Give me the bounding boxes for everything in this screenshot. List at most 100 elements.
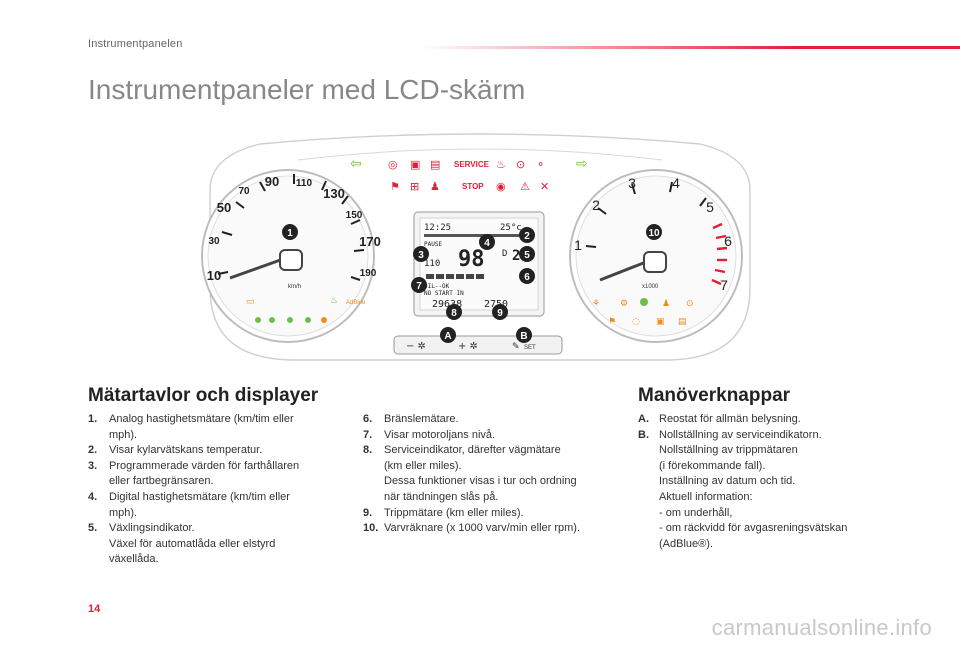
speedo-tick: 130: [323, 186, 345, 201]
list-item: 3.Programmerade värden för farthållaren …: [88, 459, 300, 488]
page-number: 14: [88, 603, 101, 615]
stop-warning: STOP: [462, 182, 484, 191]
tachometer: 1 2 3 4 5 6 7 x1000 ⚘ ⚙ ♟ ⊙ ⚑ ◌ ▣ ▤: [569, 169, 743, 343]
svg-text:▤: ▤: [430, 158, 440, 171]
speedo-tick: 50: [217, 200, 231, 215]
svg-text:A: A: [444, 331, 451, 342]
header-accent-bar: [420, 46, 960, 49]
svg-text:3: 3: [418, 250, 424, 261]
svg-text:1: 1: [287, 228, 293, 239]
rpm-tick: 7: [720, 277, 728, 293]
svg-text:⇨: ⇨: [576, 156, 588, 172]
lcd-gear-number: 2: [512, 248, 520, 264]
svg-text:10: 10: [648, 228, 660, 239]
list-item: 4.Digital hastighetsmätare (km/tim eller…: [88, 490, 290, 519]
speedometer: 10 30 50 70 90 110 130 150 170 190 km/h …: [201, 169, 381, 343]
watermark: carmanualsonline.info: [711, 615, 932, 640]
svg-text:− ✲: − ✲: [406, 341, 426, 352]
lcd-odometer: 29638: [432, 299, 462, 310]
rpm-tick: 2: [592, 197, 600, 213]
svg-text:B: B: [520, 331, 527, 342]
svg-text:◌: ◌: [632, 317, 640, 327]
rpm-tick: 3: [628, 175, 636, 191]
svg-text:▣: ▣: [410, 158, 420, 171]
lcd-cruise-value: 110: [424, 259, 440, 269]
svg-text:♟: ♟: [430, 180, 440, 193]
instrument-cluster-illustration: 10 30 50 70 90 110 130 150 170 190 km/h …: [201, 133, 751, 361]
control-buttons: − ✲ + ✲ ✎ SET: [393, 335, 563, 355]
speedo-tick: 170: [359, 234, 381, 249]
speed-unit: km/h: [288, 284, 301, 290]
svg-text:⊞: ⊞: [410, 180, 419, 193]
list-item: 8.Serviceindikator, därefter vägmätare (…: [363, 444, 577, 503]
svg-text:▣: ▣: [656, 317, 665, 327]
lcd-pause: PAUSE: [424, 241, 442, 248]
svg-text:9: 9: [497, 308, 503, 319]
gauges-list-continued: 6.Bränslemätare. 7.Visar motoroljans niv…: [363, 412, 613, 537]
svg-text:⚠: ⚠: [520, 180, 530, 193]
list-item: 7.Visar motoroljans nivå.: [363, 428, 496, 441]
speedo-tick: 150: [346, 210, 363, 221]
warning-lights: ⇦ ⇨ ◎ ▣ ▤ ♨ ⊙ ⚬ ⚑ ⊞ ♟ ◉ ⚠ ✕ SERVICE STOP: [350, 156, 588, 193]
lcd-time: 12:25: [424, 223, 451, 233]
speedo-tick: 10: [207, 268, 221, 283]
list-item: - om underhåll,: [659, 506, 733, 519]
service-warning: SERVICE: [454, 160, 490, 169]
svg-text:⊙: ⊙: [686, 299, 694, 309]
callouts: 1 2 3 4 5 6 7 8 9 10 A B: [282, 224, 662, 343]
lcd-oil-level: OIL--OK: [424, 283, 450, 290]
page-title: Instrumentpaneler med LCD-skärm: [88, 74, 526, 105]
svg-text:♨: ♨: [330, 295, 338, 305]
lcd-temp: 25°c: [500, 223, 522, 233]
svg-text:♨: ♨: [496, 158, 506, 171]
speedo-tick: 110: [296, 178, 313, 189]
list-item: 5.Växlingsindikator. Växel för automatlå…: [88, 522, 276, 566]
svg-text:7: 7: [416, 281, 422, 292]
list-item: B.Nollställning av serviceindikatorn. No…: [638, 428, 822, 503]
gauges-list: 1.Analog hastighetsmätare (km/tim eller …: [88, 412, 338, 568]
svg-text:✎: ✎: [512, 342, 520, 352]
svg-text:⇦: ⇦: [350, 156, 362, 172]
adblue-warning: AdBlue: [346, 300, 366, 306]
svg-text:+ ✲: + ✲: [458, 341, 478, 352]
rpm-tick: 5: [706, 199, 714, 215]
set-button-label: SET: [524, 345, 536, 351]
svg-text:⚬: ⚬: [536, 158, 545, 171]
svg-text:8: 8: [451, 308, 457, 319]
svg-text:6: 6: [524, 272, 530, 283]
list-item: 1.Analog hastighetsmätare (km/tim eller …: [88, 413, 294, 441]
svg-text:◉: ◉: [496, 180, 506, 193]
list-item: 10.Varvräknare (x 1000 varv/min eller rp…: [363, 522, 581, 535]
svg-text:✕: ✕: [540, 180, 549, 193]
svg-text:2: 2: [524, 231, 530, 242]
svg-text:♟: ♟: [662, 299, 670, 309]
lcd-display: 12:25 25°c PAUSE 110 98 D 2 OIL--OK NO S…: [413, 211, 545, 317]
lcd-no-start: NO START IN: [424, 290, 464, 297]
svg-text:⚑: ⚑: [390, 180, 400, 193]
section-title-gauges: Mätartavlor och displayer: [88, 385, 319, 406]
speedo-tick: 30: [208, 236, 220, 247]
svg-text:▤: ▤: [678, 317, 687, 327]
svg-text:⊙: ⊙: [516, 158, 525, 171]
section-header: Instrumentpanelen: [88, 38, 183, 50]
rpm-unit: x1000: [642, 284, 659, 290]
list-item: 6.Bränslemätare.: [363, 413, 459, 425]
lcd-digital-speed: 98: [458, 247, 485, 272]
lcd-gear-mode: D: [502, 249, 507, 259]
speedo-tick: 70: [238, 186, 250, 197]
rpm-tick: 1: [574, 237, 582, 253]
list-item: 2.Visar kylarvätskans temperatur.: [88, 444, 263, 457]
list-item: A.Reostat för allmän belysning.: [638, 413, 801, 425]
list-item: 9.Trippmätare (km eller miles).: [363, 506, 524, 519]
svg-text:4: 4: [484, 238, 490, 249]
svg-text:⚙: ⚙: [620, 299, 628, 309]
rpm-tick: 4: [672, 175, 680, 191]
lcd-trip: 2750: [484, 299, 508, 310]
svg-text:⚘: ⚘: [592, 299, 600, 309]
controls-list: A.Reostat för allmän belysning. B.Nollst…: [638, 412, 888, 552]
svg-text:◎: ◎: [388, 158, 398, 171]
rpm-tick: 6: [724, 233, 732, 249]
speedo-tick: 190: [360, 268, 377, 279]
svg-text:⚑: ⚑: [608, 317, 616, 327]
svg-text:▭: ▭: [246, 296, 255, 306]
